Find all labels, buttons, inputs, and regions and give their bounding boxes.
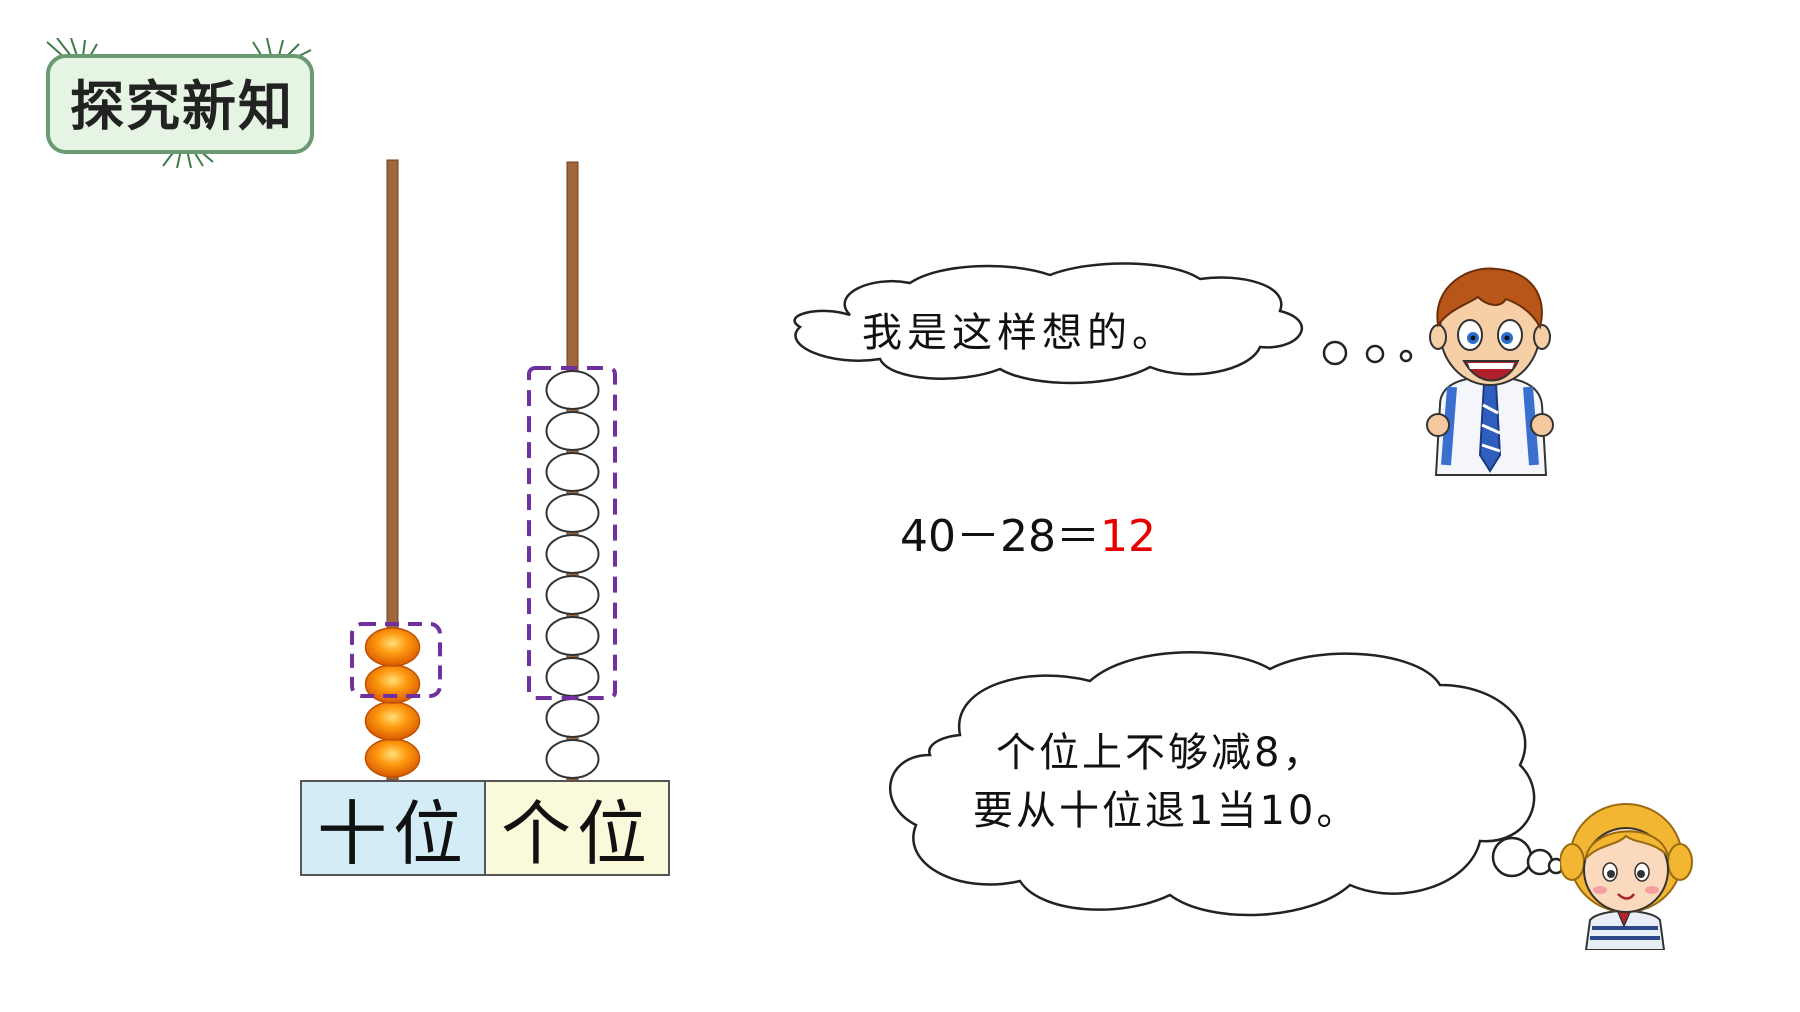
tens-highlight-box [350, 622, 442, 698]
ones-bead [545, 534, 600, 574]
girl-thought-dots [1491, 836, 1565, 878]
girl-thought-bubble [889, 651, 1536, 917]
ones-bead [545, 411, 600, 451]
ones-bead [545, 698, 600, 738]
tens-bead [364, 627, 421, 667]
boy-bubble-text: 我是这样想的。 [862, 310, 1177, 356]
boy-thought-bubble [793, 262, 1303, 385]
ones-highlight-box [527, 366, 617, 700]
tens-bead [364, 738, 421, 778]
ones-bead [545, 452, 600, 492]
girl-character-icon [1560, 803, 1693, 950]
ones-bead [545, 739, 600, 779]
boy-character-icon [1426, 267, 1554, 476]
ones-bead [545, 370, 600, 410]
equation-expression: 40－28＝ [900, 511, 1100, 562]
tens-bead [364, 701, 421, 741]
section-title: 探究新知 [70, 75, 294, 138]
ones-bead [545, 575, 600, 615]
ones-bead [545, 657, 600, 697]
ones-place-label: 个位 [484, 780, 670, 876]
tens-place-label: 十位 [300, 780, 486, 876]
title-badge-frame [46, 38, 314, 168]
subtraction-equation: 40－28＝12 [900, 500, 1156, 564]
girl-bubble-line-1: 个位上不够减8， [996, 730, 1326, 776]
equation-answer: 12 [1099, 511, 1156, 562]
ones-bead [545, 493, 600, 533]
ones-bead [545, 616, 600, 656]
girl-bubble-line-2: 要从十位退1当10。 [973, 788, 1360, 834]
boy-thought-dots [1322, 340, 1413, 366]
